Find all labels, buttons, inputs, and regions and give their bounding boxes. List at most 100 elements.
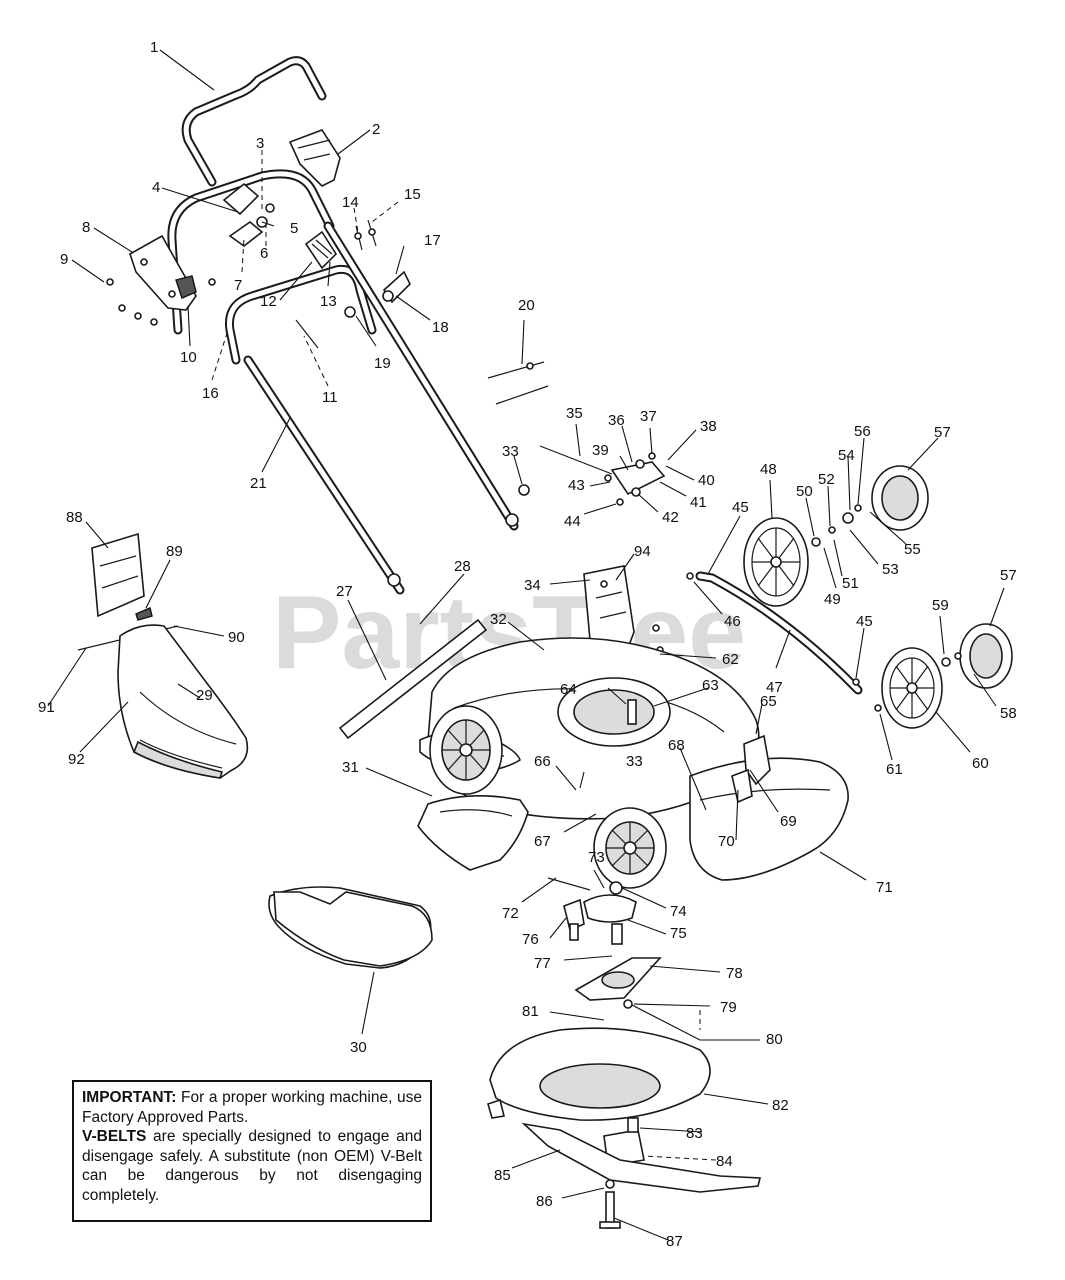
- drive-pulley-bracket[interactable]: [574, 957, 701, 1041]
- callout-32: 32: [490, 611, 507, 628]
- callout-63: 63: [702, 677, 719, 694]
- rear-wheel-left[interactable]: [429, 705, 503, 795]
- callout-66: 66: [534, 753, 551, 770]
- lower-handle-left[interactable]: [243, 355, 405, 595]
- callout-15: 15: [404, 186, 421, 203]
- callout-49: 49: [824, 591, 841, 608]
- callout-70: 70: [718, 833, 735, 850]
- callout-48: 48: [760, 461, 777, 478]
- small-screws: [106, 278, 216, 326]
- callout-59: 59: [932, 597, 949, 614]
- callout-90: 90: [228, 629, 245, 646]
- cable-rod[interactable]: [487, 361, 549, 405]
- callout-30: 30: [350, 1039, 367, 1056]
- callout-68: 68: [668, 737, 685, 754]
- callout-5: 5: [290, 220, 298, 237]
- callout-8: 8: [82, 219, 90, 236]
- callout-57a: 57: [934, 424, 951, 441]
- callout-33b: 33: [626, 753, 643, 770]
- callout-37: 37: [640, 408, 657, 425]
- callout-88: 88: [66, 509, 83, 526]
- grass-chute-deflector[interactable]: [273, 891, 433, 967]
- hubcap-front[interactable]: [959, 623, 1013, 689]
- callout-9: 9: [60, 251, 68, 268]
- callout-76: 76: [522, 931, 539, 948]
- callout-10: 10: [180, 349, 197, 366]
- callout-21: 21: [250, 475, 267, 492]
- throttle-control[interactable]: [304, 230, 338, 270]
- callout-85: 85: [494, 1167, 511, 1184]
- callout-35: 35: [566, 405, 583, 422]
- height-adjust-lever[interactable]: [731, 734, 771, 804]
- callout-56: 56: [854, 423, 871, 440]
- grass-bag[interactable]: [117, 624, 249, 779]
- callout-33a: 33: [502, 443, 519, 460]
- callout-55: 55: [904, 541, 921, 558]
- callout-39: 39: [592, 442, 609, 459]
- callout-79: 79: [720, 999, 737, 1016]
- callout-74: 74: [670, 903, 687, 920]
- callout-91: 91: [38, 699, 55, 716]
- callout-73: 73: [588, 849, 605, 866]
- hubcap-rear[interactable]: [871, 465, 929, 531]
- mower-deck[interactable]: [427, 637, 760, 820]
- callout-34: 34: [524, 577, 541, 594]
- callout-13: 13: [320, 293, 337, 310]
- front-wheel-right[interactable]: [881, 647, 943, 729]
- callout-65: 65: [760, 693, 777, 710]
- callout-67: 67: [534, 833, 551, 850]
- callout-18: 18: [432, 319, 449, 336]
- blade-baffle[interactable]: [487, 1027, 711, 1121]
- rear-wheel-rod[interactable]: [695, 571, 863, 695]
- callout-89: 89: [166, 543, 183, 560]
- cable-guide-knob[interactable]: [344, 270, 411, 318]
- blade-bolt[interactable]: [599, 1179, 621, 1229]
- upper-handle-bail[interactable]: [181, 56, 327, 187]
- callout-17: 17: [424, 232, 441, 249]
- zone-control-lever[interactable]: [222, 182, 275, 247]
- callout-4: 4: [152, 179, 160, 196]
- callout-94: 94: [634, 543, 651, 560]
- callout-31: 31: [342, 759, 359, 776]
- front-wheel-left[interactable]: [593, 807, 667, 889]
- lower-handle-right[interactable]: [323, 221, 519, 531]
- control-bracket[interactable]: [288, 129, 341, 187]
- callout-44: 44: [564, 513, 581, 530]
- axle-rod[interactable]: [338, 618, 488, 740]
- callout-54: 54: [838, 447, 855, 464]
- callout-14: 14: [342, 194, 359, 211]
- callout-60: 60: [972, 755, 989, 772]
- important-note-box: IMPORTANT: For a proper working machine,…: [72, 1080, 432, 1222]
- note-text-vbelts: are specially designed to engage and dis…: [82, 1128, 422, 1204]
- rear-wheel-right[interactable]: [743, 517, 809, 607]
- side-discharge-chute[interactable]: [417, 795, 529, 871]
- callout-52: 52: [818, 471, 835, 488]
- hex-nut: [518, 484, 530, 496]
- grass-bag-frame[interactable]: [91, 532, 153, 621]
- note-text-parts: For a proper working machine, use Factor…: [82, 1089, 422, 1126]
- rear-deflector-shield[interactable]: [689, 757, 849, 881]
- callout-12: 12: [260, 293, 277, 310]
- mower-blade[interactable]: [521, 1122, 762, 1193]
- handle-bracket-plate[interactable]: [129, 234, 197, 311]
- callout-71: 71: [876, 879, 893, 896]
- wheel-hardware: [686, 504, 962, 712]
- callout-51: 51: [842, 575, 859, 592]
- drive-control-cable[interactable]: [539, 445, 666, 506]
- note-heading-important: IMPORTANT:: [82, 1089, 177, 1106]
- callout-3: 3: [256, 135, 264, 152]
- callout-82: 82: [772, 1097, 789, 1114]
- callout-19: 19: [374, 355, 391, 372]
- callout-58: 58: [1000, 705, 1017, 722]
- callout-36: 36: [608, 412, 625, 429]
- callout-83: 83: [686, 1125, 703, 1142]
- callout-50: 50: [796, 483, 813, 500]
- callout-2: 2: [372, 121, 380, 138]
- callout-77: 77: [534, 955, 551, 972]
- blade-adapter-assembly[interactable]: [547, 877, 637, 945]
- callout-29: 29: [196, 687, 213, 704]
- callout-47: 47: [766, 679, 783, 696]
- callout-80: 80: [766, 1031, 783, 1048]
- callout-72: 72: [502, 905, 519, 922]
